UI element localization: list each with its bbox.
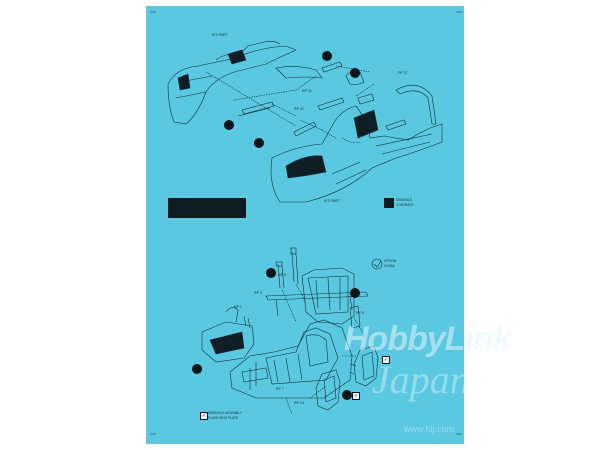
- label-rp7: RP 7: [276, 387, 284, 391]
- caption-line-2: PLACE SEAT PLATE: [208, 416, 239, 420]
- label-rp1: RP 1: [234, 305, 242, 309]
- legend-text-2: CONTRAST: [396, 203, 414, 207]
- step-marker: [342, 390, 352, 400]
- legend-text-1: SEMIVOLE: [396, 198, 413, 202]
- label-rp21: RP 21: [302, 89, 312, 93]
- watermark-url: www.hlj.com: [404, 424, 455, 434]
- label-pp27: PP 27: [398, 71, 408, 75]
- step-marker: [192, 364, 202, 374]
- watermark-sub: Japan: [372, 357, 470, 402]
- step-marker: [266, 268, 276, 278]
- label-rp5: RP 5: [356, 311, 364, 315]
- step-marker: [350, 68, 360, 78]
- label-rp6: RP 6: [278, 273, 286, 277]
- label-rp3: RP 3: [254, 291, 262, 295]
- option-text-1: OPTION: [384, 259, 397, 263]
- step-marker: [254, 138, 264, 148]
- check-box: ✓: [382, 356, 390, 364]
- check-box: ✓: [352, 392, 360, 400]
- check-box: ✓: [200, 412, 208, 420]
- label-kit-part-bottom: KIT PART: [324, 199, 340, 203]
- step-marker: [224, 120, 234, 130]
- label-rp10: RP 10: [294, 401, 304, 405]
- instruction-sheet: KIT PART RP 21 RP 22 PP 27 KIT PART SEMI…: [146, 6, 464, 444]
- step-marker: [350, 288, 360, 298]
- watermark-brand: HobbyLink: [344, 320, 512, 358]
- assembly-diagram-drawing: [150, 11, 462, 435]
- legend-swatch: [384, 198, 394, 208]
- label-rp22: RP 22: [294, 107, 304, 111]
- caption-line-1: SEMIVOLE ASSEMBLY: [208, 411, 242, 415]
- label-kit-part-top: KIT PART: [212, 33, 228, 37]
- option-text-2: VOLBA: [384, 264, 395, 268]
- step-marker: [322, 51, 332, 61]
- color-note-box: [168, 198, 246, 218]
